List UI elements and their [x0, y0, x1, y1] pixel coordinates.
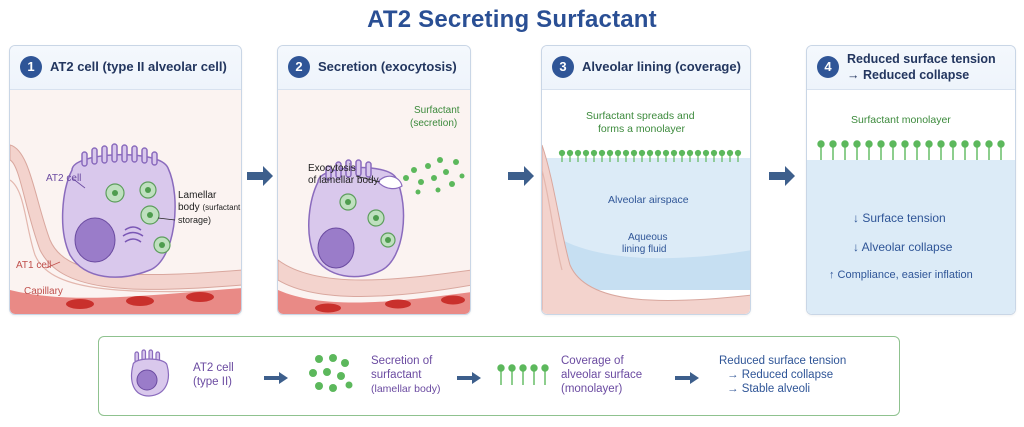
panel-title-line2: → Reduced collapse	[847, 68, 970, 82]
panel-header: 4 Reduced surface tension → Reduced coll…	[807, 46, 1015, 90]
at1-cell-label: AT1 cell	[16, 260, 52, 271]
panel-header: 3 Alveolar lining (coverage)	[542, 46, 750, 90]
spreads-label-line2: forms a monolayer	[598, 123, 685, 135]
right-arrow-icon	[675, 372, 699, 384]
summary-step4-line1: Reduced surface tension	[719, 355, 847, 367]
capillary-label: Capillary	[24, 286, 63, 297]
exocytosis-label-line1: Exocytosis	[308, 163, 356, 174]
red-blood-cell	[126, 296, 154, 306]
at2-cell-icon	[130, 349, 170, 397]
page-title: AT2 Secreting Surfactant	[367, 6, 657, 33]
nucleus	[74, 217, 116, 263]
red-blood-cell	[186, 292, 214, 302]
lollipop-lipid-icon	[558, 149, 742, 162]
exocytosis-label-line2: of lamellar body	[308, 175, 379, 186]
green-dot-icon	[403, 157, 465, 195]
reduced-tension-illustration	[807, 90, 1015, 314]
panel-title: Secretion (exocytosis)	[318, 59, 457, 74]
at2-cell	[308, 159, 405, 278]
lamellar-body-label-line1: Lamellar	[178, 190, 217, 201]
fluid-label-line2: lining fluid	[622, 244, 667, 255]
panel-alveolar-lining: 3 Alveolar lining (coverage)	[541, 45, 751, 315]
summary-step1-line1: AT2 cell	[193, 362, 234, 374]
effect-surface-tension: ↓ Surface tension	[853, 211, 946, 225]
airspace-label: Alveolar airspace	[608, 194, 689, 206]
panel-secretion: 2 Secretion (exocytosis)	[277, 45, 471, 315]
effect-compliance: ↑ Compliance, easier inflation	[829, 269, 973, 281]
green-dot-icon	[309, 354, 353, 392]
summary-bar: AT2 cell (type II) Secretion of surfacta…	[98, 336, 900, 416]
panel-title: AT2 cell (type II alveolar cell)	[50, 59, 227, 74]
red-blood-cell	[66, 299, 94, 309]
right-arrow-icon	[457, 372, 481, 384]
right-arrow-icon	[769, 166, 795, 186]
effect-alveolar-collapse: ↓ Alveolar collapse	[853, 240, 953, 254]
summary-step4-line3: → Stable alveoli	[727, 383, 811, 395]
lamellar-body-label-line3: storage)	[178, 215, 212, 225]
right-arrow-icon	[247, 166, 273, 186]
step-number-badge: 2	[288, 56, 310, 78]
fluid-label-line1: Aqueous	[628, 232, 668, 243]
right-arrow-icon	[264, 372, 288, 384]
surfactant-label-line2: (secretion)	[410, 118, 458, 129]
summary-step1-line2: (type II)	[193, 376, 232, 388]
step-number-badge: 1	[20, 56, 42, 78]
at2-cell-label: AT2 cell	[46, 173, 82, 184]
lollipop-lipid-icon	[497, 364, 549, 385]
spreads-label-line1: Surfactant spreads and	[586, 110, 695, 122]
panel-header: 1 AT2 cell (type II alveolar cell)	[10, 46, 241, 90]
monolayer-label: Surfactant monolayer	[851, 114, 951, 126]
summary-step2-line2: surfactant	[371, 369, 422, 381]
surfactant-label-line1: Surfactant	[414, 105, 460, 116]
lollipop-lipid-icon	[817, 140, 1005, 160]
panel-reduced-tension: 4 Reduced surface tension → Reduced coll…	[806, 45, 1016, 315]
summary-step3-line3: (monolayer)	[561, 383, 623, 395]
at2-cell-illustration	[10, 90, 241, 314]
summary-step2-line1: Secretion of	[371, 355, 433, 367]
summary-step2-line3: (lamellar body)	[371, 383, 441, 395]
right-arrow-icon	[508, 166, 534, 186]
panel-at2-cell: 1 AT2 cell (type II alveolar cell)	[9, 45, 242, 315]
panel-title: Alveolar lining (coverage)	[582, 59, 741, 74]
alveolar-lining-illustration	[542, 90, 750, 314]
step-number-badge: 4	[817, 56, 839, 78]
summary-step3-line1: Coverage of	[561, 355, 624, 367]
summary-step3-line2: alveolar surface	[561, 369, 643, 381]
lamellar-body-label-line2: body (surfactant	[178, 202, 241, 213]
at2-cell	[61, 143, 176, 278]
summary-step4-line2: → Reduced collapse	[727, 369, 834, 381]
panel-header: 2 Secretion (exocytosis)	[278, 46, 470, 90]
step-number-badge: 3	[552, 56, 574, 78]
secretion-illustration	[278, 90, 470, 314]
panel-title-line1: Reduced surface tension	[847, 52, 996, 66]
